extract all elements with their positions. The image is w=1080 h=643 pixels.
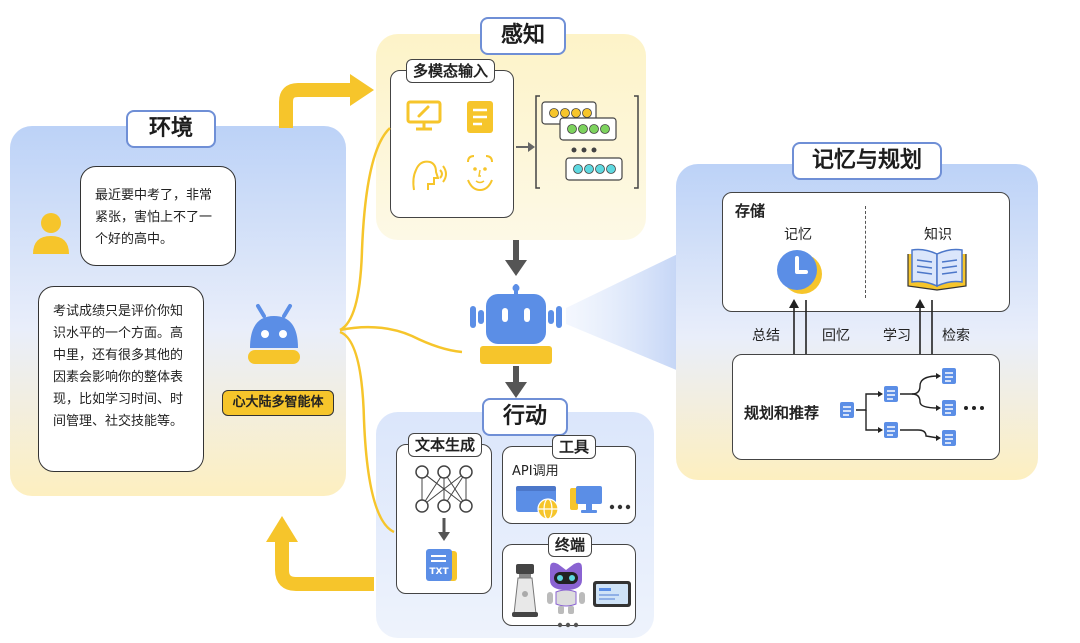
web-globe-icon — [514, 484, 564, 520]
more-tools-icon — [608, 496, 632, 510]
environment-title: 环境 — [126, 110, 216, 148]
planning-label: 规划和推荐 — [744, 404, 820, 422]
perception-title: 感知 — [480, 17, 566, 55]
storage-label: 存储 — [735, 202, 766, 220]
multimodal-input-box — [390, 70, 514, 218]
txt-file-icon — [424, 548, 460, 584]
text-gen-label: 文本生成 — [408, 433, 483, 457]
user-avatar-icon — [30, 210, 72, 256]
agent-to-action-arrowhead — [505, 382, 527, 398]
txt-file-text: TXT — [429, 567, 449, 577]
perception-arrow-icon — [516, 138, 536, 152]
agent-to-central-curve — [339, 325, 463, 354]
storage-divider — [865, 206, 866, 298]
focus-beam-shape — [566, 250, 686, 374]
summarize-label: 总结 — [752, 328, 780, 344]
cute-robot-icon — [546, 560, 586, 618]
memory-label: 记忆 — [784, 227, 812, 243]
retrieve-label: 检索 — [942, 328, 970, 344]
learn-label: 学习 — [883, 328, 911, 344]
tools-box — [502, 446, 636, 524]
down-arrow-icon — [436, 518, 452, 542]
central-agent-robot-icon — [464, 284, 568, 368]
user-message-text: 最近要中考了，非常紧张，害怕上不了一个好的高中。 — [95, 188, 213, 247]
memory-planning-title: 记忆与规划 — [792, 142, 942, 180]
computer-icon — [570, 484, 604, 516]
action-to-env-arrow — [275, 540, 374, 591]
api-label: API调用 — [512, 464, 559, 479]
env-to-perception-arrow — [279, 83, 352, 128]
encoded-tokens-icon — [534, 92, 642, 192]
action-title: 行动 — [482, 398, 568, 436]
service-robot-icon — [510, 562, 540, 618]
agent-robot-icon — [240, 302, 308, 370]
book-icon — [904, 246, 970, 292]
user-message-bubble: 最近要中考了，非常紧张，害怕上不了一个好的高中。 — [80, 166, 236, 266]
agent-name-badge: 心大陆多智能体 — [222, 390, 334, 416]
action-to-env-arrowhead — [266, 516, 298, 542]
more-terminals-icon — [556, 614, 580, 628]
monitor-icon — [406, 100, 442, 132]
neural-network-icon — [410, 464, 478, 514]
face-icon — [464, 154, 496, 192]
recall-label: 回忆 — [822, 328, 850, 344]
perception-to-agent-arrowhead — [505, 260, 527, 276]
agent-reply-text: 考试成绩只是评价你知识水平的一个方面。高中里，还有很多其他的因素会影响你的整体表… — [53, 304, 184, 429]
voice-head-icon — [408, 156, 448, 192]
tools-label: 工具 — [552, 435, 597, 459]
env-to-perception-arrowhead — [350, 74, 374, 106]
multimodal-input-label: 多模态输入 — [406, 59, 496, 83]
clock-icon — [772, 248, 828, 296]
terminal-label: 终端 — [548, 533, 593, 557]
agent-reply-bubble: 考试成绩只是评价你知识水平的一个方面。高中里，还有很多其他的因素会影响你的整体表… — [38, 286, 204, 472]
document-icon — [466, 100, 494, 134]
tablet-icon — [592, 580, 632, 608]
knowledge-label: 知识 — [924, 227, 952, 243]
plan-tree-icon — [838, 364, 990, 452]
